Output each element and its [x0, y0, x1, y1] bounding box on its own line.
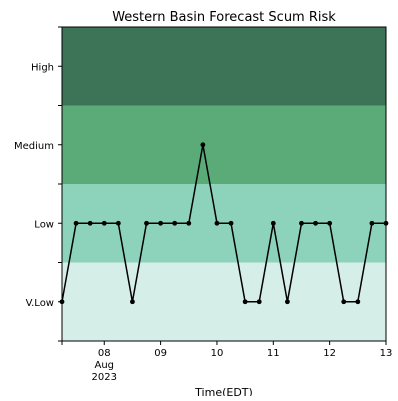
data-point — [256, 299, 262, 305]
risk-band-high — [62, 27, 386, 106]
risk-bands — [62, 27, 386, 341]
x-tick-label: 09 — [154, 348, 167, 359]
x-tick-label: 10 — [211, 348, 224, 359]
series-group — [59, 142, 389, 305]
data-point — [284, 299, 290, 305]
data-point — [313, 220, 318, 226]
data-point — [341, 299, 347, 305]
data-point — [101, 220, 107, 226]
y-tick-label: V.Low — [26, 298, 54, 309]
y-tick-label: High — [31, 62, 54, 73]
data-point — [228, 220, 234, 226]
data-point — [327, 220, 333, 226]
data-point — [130, 299, 135, 305]
data-point — [369, 220, 375, 226]
data-point — [186, 220, 192, 226]
x-tick-sublabel: Aug — [94, 360, 114, 371]
chart-title: Western Basin Forecast Scum Risk — [112, 10, 336, 25]
data-point — [355, 299, 361, 305]
data-point — [158, 220, 164, 226]
y-tick-label: Low — [34, 219, 54, 230]
risk-band-medium — [62, 105, 386, 184]
data-point — [242, 299, 248, 305]
x-tick-label: 13 — [380, 348, 393, 359]
data-point — [383, 220, 389, 226]
data-point — [172, 220, 178, 226]
y-tick-label: Medium — [14, 141, 54, 152]
data-point — [144, 220, 149, 226]
data-point — [87, 220, 93, 226]
data-point — [214, 220, 220, 226]
data-point — [200, 142, 206, 148]
x-tick-label: 11 — [267, 348, 280, 359]
data-point — [59, 299, 65, 305]
risk-band-vlow — [62, 262, 386, 341]
data-point — [115, 220, 121, 226]
data-point — [299, 220, 304, 226]
data-point — [73, 220, 79, 226]
x-tick-label: 08 — [98, 348, 111, 359]
x-tick-label: 12 — [323, 348, 336, 359]
x-axis-label: Time(EDT) — [194, 386, 253, 396]
x-tick-sublabel: 2023 — [92, 372, 117, 383]
data-point — [270, 220, 276, 226]
